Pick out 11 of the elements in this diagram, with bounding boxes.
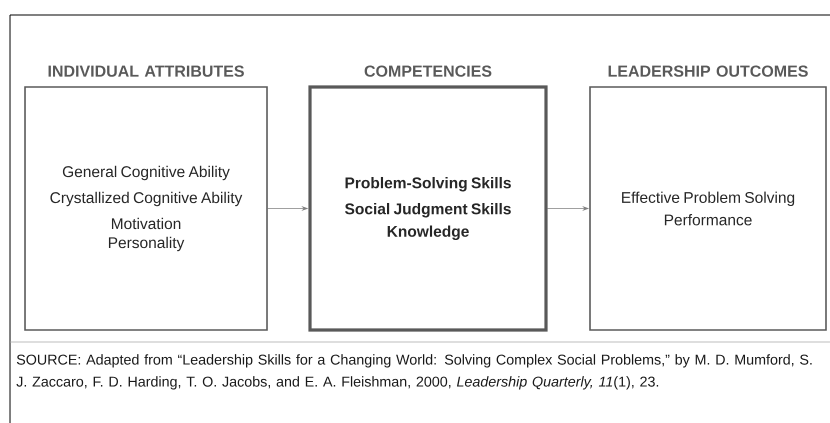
node-label: Motivation <box>112 218 180 230</box>
category-box: Effective Problem Solving Performance <box>589 86 827 331</box>
column-heading: COMPETENCIES <box>364 65 492 77</box>
node-label: Personality <box>108 236 184 252</box>
category-box: General Cognitive Ability Crystallized Cognitive Ability Motivation Personality <box>24 86 268 331</box>
source-note: SOURCE: Adapted from “Leadership Skills for a Changing World: Solving Complex Social Problems,” by M. D. Mumford, S. J. Zaccaro, F. D. Harding, T. O. Jacobs, and E. A. Fleishman, 2000, Leadership Quarterly, 11(1), 23. <box>16 354 812 390</box>
column-heading: LEADERSHIP OUTCOMES <box>608 65 808 77</box>
column-heading: INDIVIDUAL ATTRIBUTES <box>48 65 244 77</box>
node-label: General Cognitive Ability <box>62 166 230 180</box>
category-box: Problem-Solving Skills Social Judgment Skills Knowledge <box>308 85 548 332</box>
node-label: Crystallized Cognitive Ability <box>50 192 242 206</box>
